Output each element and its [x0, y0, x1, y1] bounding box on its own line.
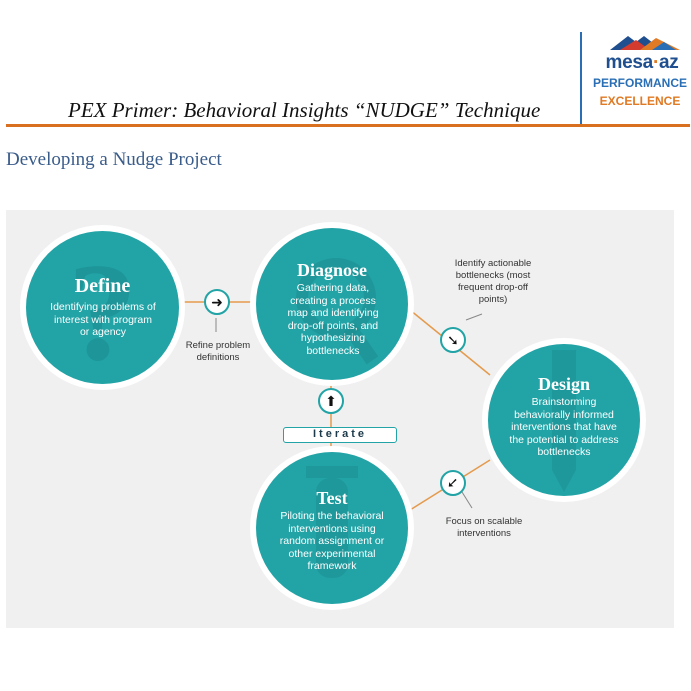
- annotation-refine: Refine problem definitions: [185, 340, 251, 363]
- iterate-label: Iterate: [283, 427, 397, 443]
- down-left-arrow-icon: ➘: [444, 477, 461, 489]
- logo-excellence: EXCELLENCE: [599, 94, 681, 108]
- up-arrow-icon: ⬆: [325, 393, 337, 409]
- tick-identify: [465, 313, 483, 321]
- define-stage: ? Define Identifying problems of interes…: [20, 225, 185, 390]
- logo-divider: [580, 32, 582, 124]
- right-arrow-icon: ➜: [211, 294, 223, 310]
- arrow-diagnose-to-design: ➘: [440, 327, 466, 353]
- section-heading: Developing a Nudge Project: [6, 149, 222, 170]
- define-title: Define: [74, 275, 131, 297]
- design-stage: Design Brainstorming behaviorally inform…: [482, 338, 646, 502]
- header-divider: [6, 124, 690, 127]
- arrow-test-to-diagnose: ⬆: [318, 388, 344, 414]
- design-body: Brainstorming behaviorally informed inte…: [509, 396, 619, 458]
- test-stage: Test Piloting the behavioral interventio…: [250, 446, 414, 610]
- logo-name-dot: ·: [652, 52, 659, 73]
- down-right-arrow-icon: ➘: [447, 332, 459, 348]
- pencil-ghost-icon: [552, 350, 576, 492]
- logo-name-part2: az: [658, 52, 679, 73]
- arrow-define-to-diagnose: ➜: [204, 289, 230, 315]
- tick-focus: [461, 491, 473, 509]
- arrow-design-to-test: ➘: [440, 470, 466, 496]
- logo-name-part1: mesa: [605, 52, 654, 73]
- diagnose-body: Gathering data, creating a process map a…: [287, 282, 379, 357]
- annotation-focus: Focus on scalable interventions: [445, 516, 523, 539]
- mesa-logo-mark-icon: [610, 36, 680, 50]
- test-tube-ghost-icon: [306, 466, 358, 578]
- document-title: PEX Primer: Behavioral Insights “NUDGE” …: [68, 98, 541, 122]
- diagnose-title: Diagnose: [296, 260, 367, 280]
- design-title: Design: [537, 374, 590, 394]
- test-title: Test: [316, 488, 348, 508]
- magnifier-ghost-icon: [296, 258, 379, 365]
- diagnose-stage: Diagnose Gathering data, creating a proc…: [250, 222, 414, 386]
- annotation-identify: Identify actionable bottlenecks (most fr…: [454, 258, 532, 305]
- define-body: Identifying problems of interest with pr…: [50, 301, 156, 338]
- logo-wordmark: mesa·az: [594, 52, 690, 74]
- logo-performance: PERFORMANCE: [592, 76, 687, 90]
- question-mark-icon: ?: [67, 235, 138, 384]
- test-body: Piloting the behavioral interventions us…: [279, 510, 385, 572]
